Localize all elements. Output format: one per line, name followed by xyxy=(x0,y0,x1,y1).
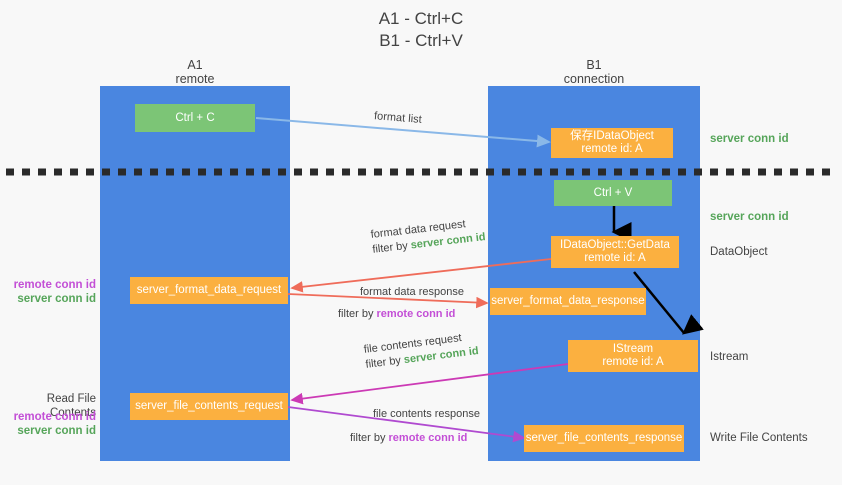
node-ctrl-v[interactable]: Ctrl + V xyxy=(554,180,672,206)
left-label-server-conn-id-1: server conn id xyxy=(17,293,96,305)
edge-label-format-data-response-filter-prefix: filter by xyxy=(338,308,377,320)
node-istream-line2: remote id: A xyxy=(602,356,664,368)
edge-label-file-contents-response-filter-prefix: filter by xyxy=(350,432,389,444)
edge-label-file-contents-response-filter-value: remote conn id xyxy=(388,432,468,444)
title-line-1: A1 - Ctrl+C xyxy=(378,9,464,28)
node-server-file-contents-request[interactable]: server_file_contents_request xyxy=(130,393,288,420)
right-label-istream: Istream xyxy=(710,351,749,363)
node-save-idataobject-line2: remote id: A xyxy=(581,143,643,155)
node-server-format-data-request-label: server_format_data_request xyxy=(136,284,282,296)
edge-label-format-data-request-filter-prefix: filter by xyxy=(371,239,412,256)
column-header-a1: A1 remote xyxy=(100,58,290,86)
node-server-file-contents-response-label: server_file_contents_response xyxy=(525,432,683,444)
node-save-idataobject[interactable]: 保存IDataObject remote id: A xyxy=(551,128,673,158)
left-label-conn-ids-1: remote conn id server conn id xyxy=(8,278,96,306)
column-header-b1: B1 connection xyxy=(488,58,700,86)
right-label-server-conn-id-mid: server conn id xyxy=(710,211,789,223)
title-line-2: B1 - Ctrl+V xyxy=(379,31,463,50)
node-idataobject-getdata[interactable]: IDataObject::GetData remote id: A xyxy=(551,236,679,268)
left-label-remote-conn-id-2: remote conn id xyxy=(13,411,96,423)
node-server-format-data-response[interactable]: server_format_data_response xyxy=(490,288,646,315)
node-ctrl-c[interactable]: Ctrl + C xyxy=(135,104,255,132)
node-ctrl-c-label: Ctrl + C xyxy=(175,111,215,124)
edge-label-file-contents-request-filter-prefix: filter by xyxy=(364,354,405,371)
column-a1-role: remote xyxy=(175,72,215,86)
node-server-file-contents-response[interactable]: server_file_contents_response xyxy=(524,425,684,452)
edge-label-file-contents-request: file contents request filter by server c… xyxy=(363,329,480,373)
column-b1-name: B1 xyxy=(586,58,602,72)
node-istream-line1: IStream xyxy=(612,343,654,355)
column-b1-role: connection xyxy=(563,72,625,86)
edge-label-format-list: format list xyxy=(373,110,423,126)
node-server-format-data-response-label: server_format_data_response xyxy=(491,295,645,307)
node-ctrl-v-label: Ctrl + V xyxy=(593,186,633,199)
node-idataobject-getdata-line1: IDataObject::GetData xyxy=(560,239,670,251)
edge-label-file-contents-response: file contents response filter by remote … xyxy=(350,407,481,446)
diagram-title: A1 - Ctrl+C B1 - Ctrl+V xyxy=(0,8,842,52)
node-server-file-contents-request-label: server_file_contents_request xyxy=(135,400,283,412)
edge-label-format-data-response: format data response filter by remote co… xyxy=(338,285,464,322)
node-idataobject-getdata-line2: remote id: A xyxy=(584,252,646,264)
edge-label-format-data-response-title: format data response xyxy=(360,286,464,298)
edge-label-format-data-request: format data request filter by server con… xyxy=(370,215,486,258)
edge-label-file-contents-response-title: file contents response xyxy=(373,408,481,420)
edge-label-format-data-response-filter-value: remote conn id xyxy=(376,308,456,320)
right-label-dataobject: DataObject xyxy=(710,246,768,258)
node-save-idataobject-line1: 保存IDataObject xyxy=(570,130,654,142)
left-label-read-file-contents: Read File Contents xyxy=(46,393,96,419)
left-label-conn-ids-2: remote conn id server conn id xyxy=(8,410,96,438)
node-istream[interactable]: IStream remote id: A xyxy=(568,340,698,372)
right-label-server-conn-id-top: server conn id xyxy=(710,133,789,145)
left-label-remote-conn-id-1: remote conn id xyxy=(13,279,96,291)
left-label-server-conn-id-2: server conn id xyxy=(17,425,96,437)
right-label-write-file-contents: Write File Contents xyxy=(710,432,808,444)
node-server-format-data-request[interactable]: server_format_data_request xyxy=(130,277,288,304)
column-a1-name: A1 xyxy=(187,58,203,72)
